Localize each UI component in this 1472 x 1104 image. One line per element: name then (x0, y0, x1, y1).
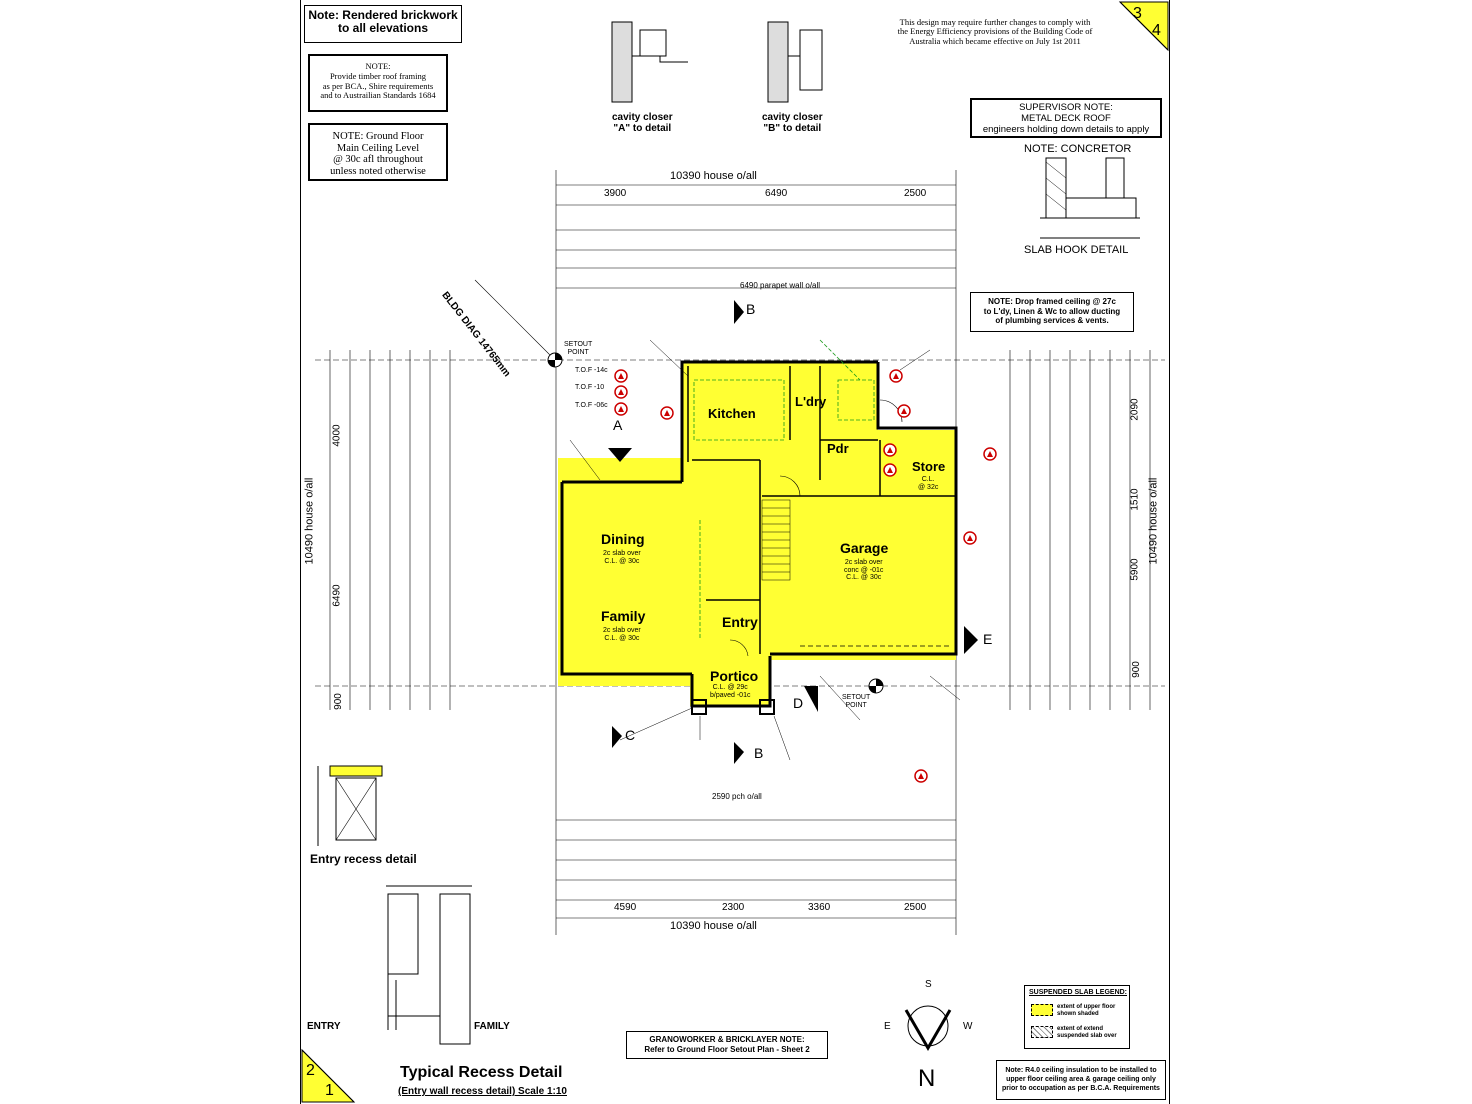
note-brickwork: Note: Rendered brickwork to all elevatio… (304, 5, 462, 43)
section-c: C (625, 727, 636, 743)
note-supervisor: SUPERVISOR NOTE: METAL DECK ROOF enginee… (970, 98, 1162, 138)
tof-label-2: T.O.F -10 (575, 384, 605, 391)
note-insulation: Note: R4.0 ceiling insulation to be inst… (996, 1060, 1166, 1100)
note-ceiling: NOTE: Ground Floor Main Ceiling Level @ … (308, 123, 448, 181)
room-laundry: L'dry (795, 394, 827, 409)
room-store: Store (912, 459, 946, 474)
dim-bottom-pch: 2590 pch o/all (712, 792, 762, 801)
typical-recess-title: Typical Recess Detail (400, 1064, 563, 1081)
room-entry: Entry (722, 614, 758, 630)
section-a: A (613, 417, 623, 433)
section-e: E (983, 631, 993, 647)
dim-bottom-seg-1: 4590 (614, 902, 637, 913)
dim-bottom-total: 10390 house o/all (670, 920, 757, 932)
legend-upper-swatch (1031, 1004, 1053, 1016)
setout-point-1: SETOUT POINT (564, 341, 593, 356)
cavity-closer-a: cavity closer "A" to detail (612, 112, 673, 134)
typical-family-label: FAMILY (474, 1021, 510, 1032)
typical-recess-subtitle: (Entry wall recess detail) Scale 1:10 (398, 1086, 567, 1097)
typical-entry-label: ENTRY (307, 1021, 341, 1032)
room-garage: Garage (840, 540, 889, 556)
note-concretor: NOTE: CONCRETOR (1024, 143, 1132, 155)
dim-bottom-seg-2: 2300 (722, 902, 745, 913)
slab-legend: SUSPENDED SLAB LEGEND: extent of upper f… (1024, 985, 1130, 1049)
room-dining: Dining (601, 531, 645, 547)
legend-extend-swatch (1031, 1026, 1053, 1038)
section-d: D (793, 695, 804, 711)
room-store-sub: C.L. @ 32c (918, 476, 939, 491)
note-energy: This design may require further changes … (897, 17, 1093, 46)
dim-bottom-seg-4: 2500 (904, 902, 927, 913)
room-portico: Portico (710, 668, 759, 684)
note-drop-ceiling: NOTE: Drop framed ceiling @ 27c to L'dy,… (970, 292, 1134, 332)
dim-parapet: 6490 parapet wall o/all (740, 281, 821, 290)
compass-e: E (884, 1021, 891, 1032)
sheet-number-4: 4 (1152, 22, 1161, 39)
compass-n: N (918, 1065, 936, 1092)
sheet-number-3: 3 (1133, 5, 1142, 22)
entry-recess-title: Entry recess detail (310, 852, 417, 866)
section-b-bottom: B (754, 745, 764, 761)
sheet-number-2: 2 (306, 1062, 315, 1079)
dim-top-seg-2: 6490 (765, 188, 788, 199)
slab-hook-detail-title: SLAB HOOK DETAIL (1024, 244, 1129, 256)
compass-s: S (925, 979, 932, 990)
cavity-closer-b: cavity closer "B" to detail (762, 112, 823, 134)
room-dining-sub: 2c slab over C.L. @ 30c (603, 550, 641, 565)
room-portico-sub: C.L. @ 29c b/paved -01c (710, 684, 751, 699)
section-b-top: B (746, 301, 756, 317)
dim-top-total: 10390 house o/all (670, 170, 757, 182)
room-garage-sub: 2c slab over conc @ -01c C.L. @ 30c (844, 559, 884, 582)
sheet-number-1: 1 (325, 1082, 334, 1099)
tof-label-3: T.O.F -06c (575, 402, 608, 409)
tof-label-1: T.O.F -14c (575, 367, 608, 374)
note-timber: NOTE: Provide timber roof framing as per… (308, 54, 448, 112)
dim-bottom-seg-3: 3360 (808, 902, 831, 913)
room-powder: Pdr (827, 441, 849, 456)
dim-top-seg-1: 3900 (604, 188, 627, 199)
room-kitchen: Kitchen (708, 406, 756, 421)
room-family: Family (601, 608, 646, 624)
dim-top-seg-3: 2500 (904, 188, 927, 199)
setout-point-2: SETOUT POINT (842, 694, 871, 709)
compass-w: W (963, 1021, 973, 1032)
room-family-sub: 2c slab over C.L. @ 30c (603, 627, 641, 642)
note-groundworker: GRANOWORKER & BRICKLAYER NOTE: Refer to … (626, 1031, 828, 1059)
drawing-sheet (300, 0, 1170, 1104)
